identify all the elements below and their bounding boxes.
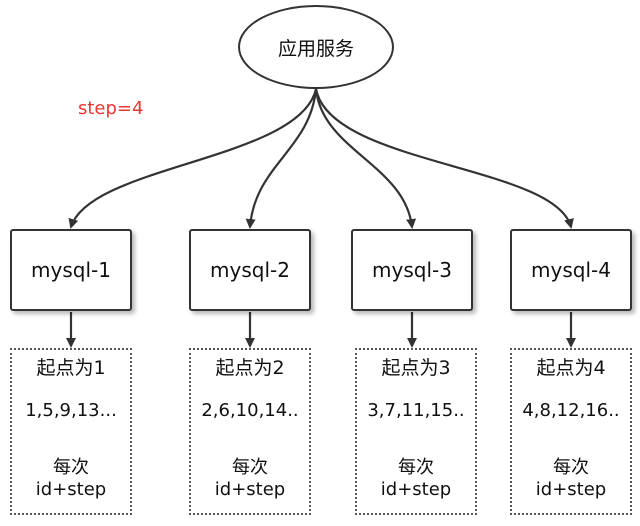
mysql-4-sequence: 4,8,12,16.. — [522, 400, 620, 421]
mysql-4-node: mysql-4 — [510, 229, 632, 311]
mysql-2-node: mysql-2 — [189, 229, 311, 311]
step-label: step=4 — [78, 98, 144, 119]
mysql-3-info-box: 起点为3 3,7,11,15.. 每次 id+step — [355, 348, 477, 515]
mysql-4-info-box: 起点为4 4,8,12,16.. 每次 id+step — [510, 348, 632, 515]
connector-service-to-mysql-2 — [245, 88, 318, 229]
mysql-2-rule: id+step — [214, 479, 286, 500]
connector-service-to-mysql-1 — [68, 88, 318, 229]
mysql-3-node: mysql-3 — [351, 229, 473, 311]
mysql-2-sequence: 2,6,10,14.. — [201, 400, 299, 421]
mysql-1-node: mysql-1 — [10, 229, 132, 311]
connector-service-to-mysql-3 — [314, 88, 417, 229]
app-service-node: 应用服务 — [238, 5, 394, 89]
mysql-4-start: 起点为4 — [536, 357, 606, 379]
mysql-2-start: 起点为2 — [215, 357, 285, 379]
mysql-1-each: 每次 — [53, 457, 89, 478]
mysql-2-each: 每次 — [232, 457, 268, 478]
mysql-4-label: mysql-4 — [531, 258, 611, 282]
mysql-3-each: 每次 — [398, 457, 434, 478]
mysql-1-label: mysql-1 — [31, 258, 111, 282]
mysql-3-rule: id+step — [380, 479, 452, 500]
mysql-3-sequence: 3,7,11,15.. — [367, 400, 465, 421]
mysql-1-info-box: 起点为1 1,5,9,13... 每次 id+step — [10, 348, 132, 515]
mysql-2-info-box: 起点为2 2,6,10,14.. 每次 id+step — [189, 348, 311, 515]
mysql-2-label: mysql-2 — [210, 258, 290, 282]
mysql-1-start: 起点为1 — [36, 357, 106, 379]
mysql-1-sequence: 1,5,9,13... — [25, 400, 117, 421]
mysql-3-label: mysql-3 — [372, 258, 452, 282]
mysql-1-rule: id+step — [35, 479, 107, 500]
connector-service-to-mysql-4 — [314, 88, 574, 229]
app-service-label: 应用服务 — [277, 37, 354, 60]
mysql-3-start: 起点为3 — [381, 357, 451, 379]
mysql-4-rule: id+step — [535, 479, 607, 500]
mysql-4-each: 每次 — [553, 457, 589, 478]
